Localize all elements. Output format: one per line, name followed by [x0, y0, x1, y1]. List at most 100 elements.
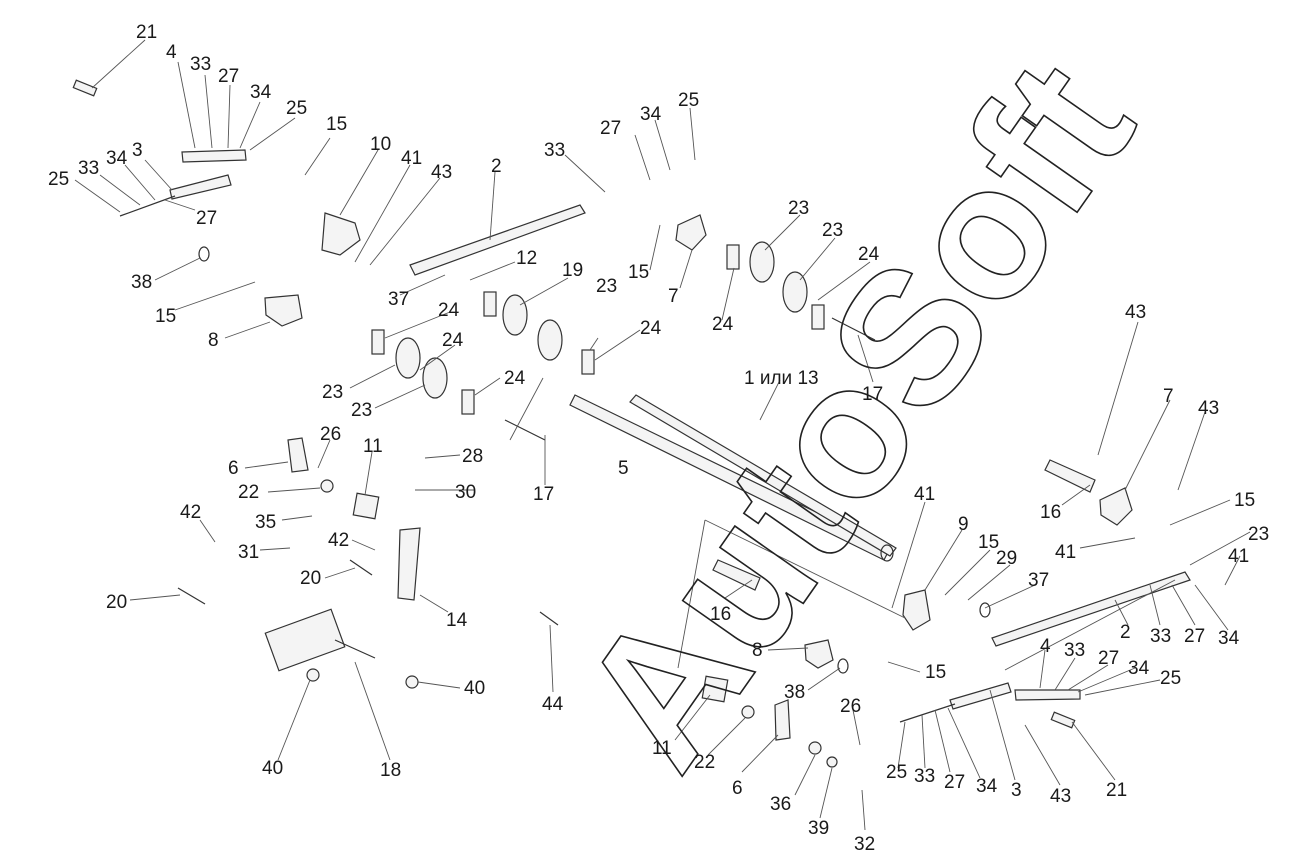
nut-40-a — [306, 668, 320, 682]
callout-41: 41 — [914, 484, 935, 505]
callout-5: 5 — [618, 458, 629, 479]
callout-24: 24 — [438, 300, 460, 321]
cam-23-c — [537, 319, 563, 361]
callout-35: 35 — [255, 512, 276, 533]
callout-24: 24 — [640, 318, 662, 339]
leader-lines — [74, 39, 1251, 831]
callout-40: 40 — [464, 678, 485, 699]
callout-27: 27 — [944, 772, 965, 793]
callout-40: 40 — [262, 758, 283, 779]
callout-6: 6 — [228, 458, 239, 479]
callout-12: 12 — [516, 248, 537, 269]
callout-31: 31 — [238, 542, 259, 563]
callout-23: 23 — [596, 276, 617, 297]
threaded-end-3b — [899, 703, 956, 723]
link-rod-3-bottom — [949, 682, 1012, 710]
right-rod-2 — [991, 571, 1191, 647]
callout-7: 7 — [668, 286, 679, 307]
callout-34: 34 — [1218, 628, 1240, 649]
bush-22-left — [320, 479, 334, 493]
nut-40-b — [405, 675, 419, 689]
callout-37: 37 — [1028, 570, 1049, 591]
callout-42: 42 — [328, 530, 349, 551]
callout-23: 23 — [822, 220, 843, 241]
link-rod-3-top — [169, 174, 232, 200]
callout-9: 9 — [958, 514, 969, 535]
callout-14: 14 — [446, 610, 468, 631]
shaft-16-right — [1044, 459, 1096, 493]
callout-10: 10 — [370, 134, 391, 155]
plate-24-f — [811, 304, 825, 330]
flange-11-left — [352, 492, 380, 520]
cam-23-b — [782, 271, 808, 313]
callout-43: 43 — [1198, 398, 1219, 419]
callout-42: 42 — [180, 502, 201, 523]
bush-22-bottom — [741, 705, 755, 719]
cylinder-18 — [264, 608, 346, 672]
callout-2: 2 — [491, 156, 502, 177]
callout-33: 33 — [1150, 626, 1171, 647]
callout-2: 2 — [1120, 622, 1131, 643]
callout-27: 27 — [196, 208, 217, 229]
callout-labels: 21 4 33 27 34 25 25 33 34 3 27 38 15 8 1… — [48, 22, 1269, 855]
callout-22: 22 — [238, 482, 259, 503]
callout-23: 23 — [1248, 524, 1269, 545]
callout-26: 26 — [320, 424, 341, 445]
callout-43: 43 — [431, 162, 452, 183]
callout-20: 20 — [106, 592, 127, 613]
callout-25: 25 — [48, 169, 69, 190]
callout-26: 26 — [840, 696, 861, 717]
bracket-8-top — [264, 294, 303, 327]
plate-24-b — [483, 291, 497, 317]
flange-11-bottom — [701, 675, 729, 703]
callout-1-or-13: 1 или 13 — [744, 368, 819, 389]
callout-20: 20 — [300, 568, 321, 589]
callout-8: 8 — [208, 330, 219, 351]
callout-30: 30 — [455, 482, 476, 503]
pin-21-bottom — [1050, 711, 1076, 729]
callout-39: 39 — [808, 818, 829, 839]
callout-3: 3 — [1011, 780, 1022, 801]
callout-25: 25 — [678, 90, 699, 111]
callout-34: 34 — [976, 776, 998, 797]
threaded-end-3 — [119, 195, 176, 217]
callout-17: 17 — [533, 484, 554, 505]
callout-41: 41 — [401, 148, 422, 169]
plate-24-a — [371, 329, 385, 355]
pin-21-top — [72, 79, 98, 97]
callout-33: 33 — [544, 140, 565, 161]
callout-25: 25 — [1160, 668, 1181, 689]
callout-16: 16 — [710, 604, 731, 625]
callout-32: 32 — [854, 834, 875, 855]
callout-16: 16 — [1040, 502, 1061, 523]
callout-43: 43 — [1125, 302, 1146, 323]
plate-24-e — [726, 244, 740, 270]
callout-23: 23 — [351, 400, 372, 421]
callout-11: 11 — [363, 436, 383, 457]
main-shaft-1-or-13 — [629, 394, 897, 557]
callout-33: 33 — [78, 158, 99, 179]
lever-6-left — [287, 437, 309, 473]
callout-27: 27 — [1098, 648, 1119, 669]
callout-24: 24 — [504, 368, 526, 389]
callout-11: 11 — [652, 738, 672, 759]
callout-15: 15 — [978, 532, 999, 553]
parts-layer — [72, 79, 1191, 768]
callout-4: 4 — [166, 42, 177, 63]
cam-23-e — [422, 357, 448, 399]
callout-4: 4 — [1040, 636, 1051, 657]
callout-15: 15 — [925, 662, 946, 683]
washer-39 — [826, 756, 838, 768]
ring-37 — [979, 602, 991, 618]
ring-38-top — [198, 246, 210, 262]
callout-41: 41 — [1055, 542, 1076, 563]
pin-20-a — [177, 587, 206, 605]
callout-8: 8 — [752, 640, 763, 661]
bracket-8-bottom — [804, 639, 834, 669]
arm-14 — [397, 527, 421, 601]
callout-18: 18 — [380, 760, 401, 781]
callout-7: 7 — [1163, 386, 1174, 407]
pin-20-b — [349, 559, 373, 576]
